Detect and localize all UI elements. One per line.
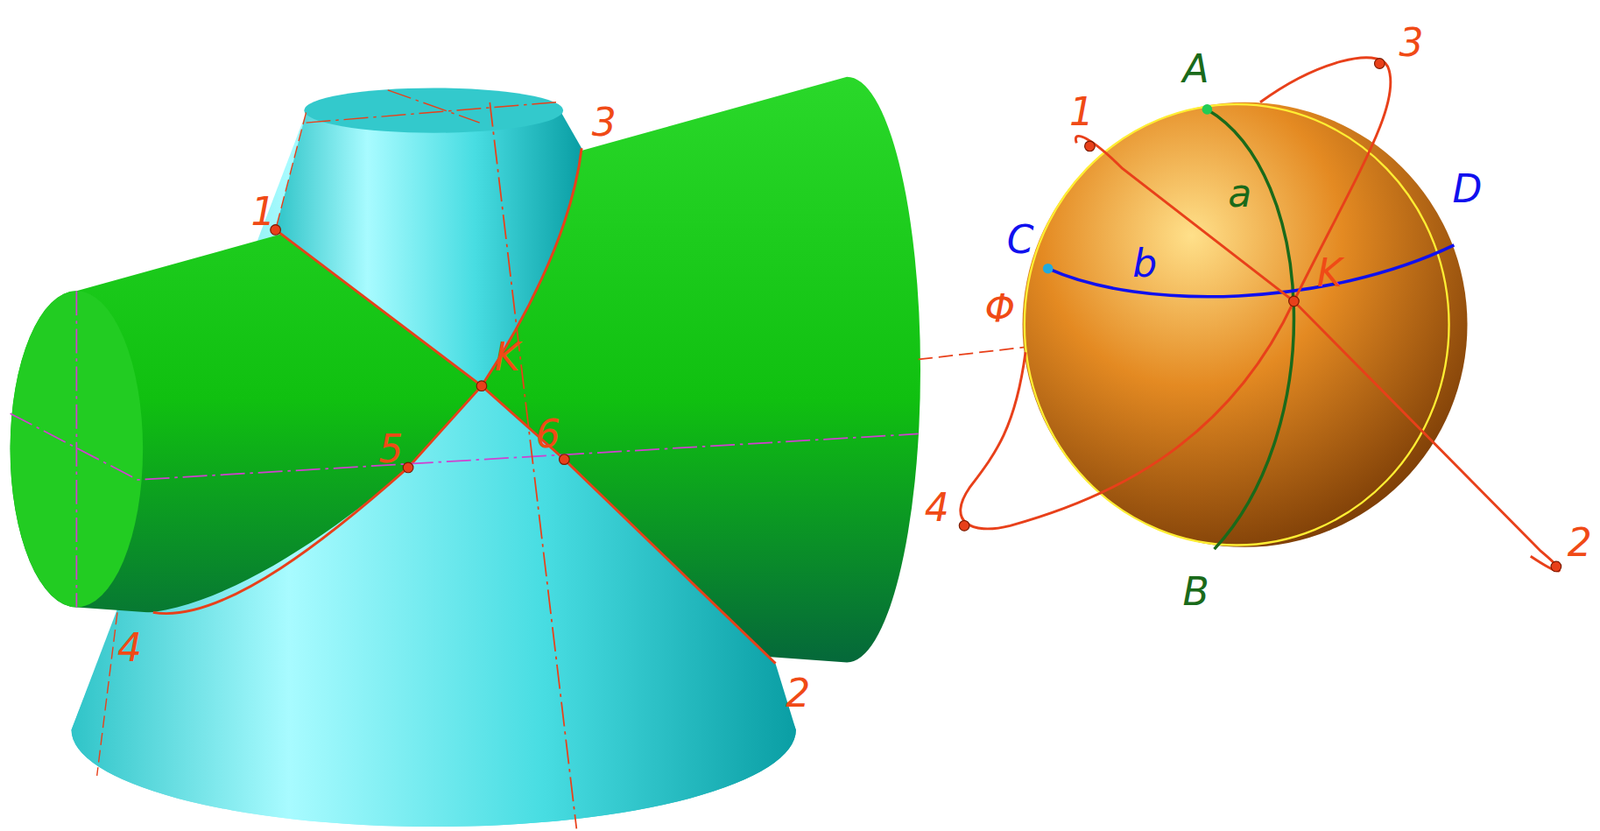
point-label: A — [1183, 49, 1210, 89]
point-label: Φ — [985, 289, 1016, 329]
point-label: 2 — [1567, 523, 1593, 563]
point-label: C — [1007, 220, 1035, 260]
point-label: 6 — [535, 415, 561, 454]
axis-line — [10, 413, 919, 480]
great-circle-b — [1048, 245, 1455, 297]
cone-top — [303, 87, 564, 133]
point-label: 5 — [378, 429, 403, 469]
points — [958, 58, 1561, 572]
point-label: 3 — [1398, 23, 1424, 63]
point-label: 1 — [251, 192, 276, 232]
link-line — [918, 346, 1026, 360]
point-label: a — [1227, 174, 1252, 213]
point-label: 4 — [924, 488, 950, 528]
cone-bottom-part — [71, 386, 797, 827]
point-a — [1202, 104, 1213, 115]
point-label: 4 — [117, 628, 142, 668]
intersection-line — [275, 229, 776, 663]
point-label: 2 — [785, 674, 811, 713]
point-label: b — [1132, 244, 1157, 283]
point-label: 3 — [592, 103, 617, 142]
axis-line — [306, 90, 557, 123]
point-c — [1043, 263, 1054, 275]
sphere — [1022, 102, 1468, 548]
intersection-curve — [153, 148, 582, 614]
point-label: 1 — [1069, 92, 1094, 132]
axis-line — [76, 290, 78, 607]
point-label: B — [1182, 572, 1209, 612]
point-label: K — [494, 338, 521, 377]
hidden-line — [97, 112, 307, 776]
axis-line — [489, 102, 577, 830]
point-label: K — [1317, 253, 1343, 293]
line-1-2 — [1075, 135, 1559, 571]
cylinder-end — [10, 290, 143, 607]
point-label: D — [1452, 169, 1483, 209]
circle-phi — [1024, 104, 1450, 545]
curve-3-4 — [960, 57, 1391, 529]
points — [270, 225, 570, 473]
